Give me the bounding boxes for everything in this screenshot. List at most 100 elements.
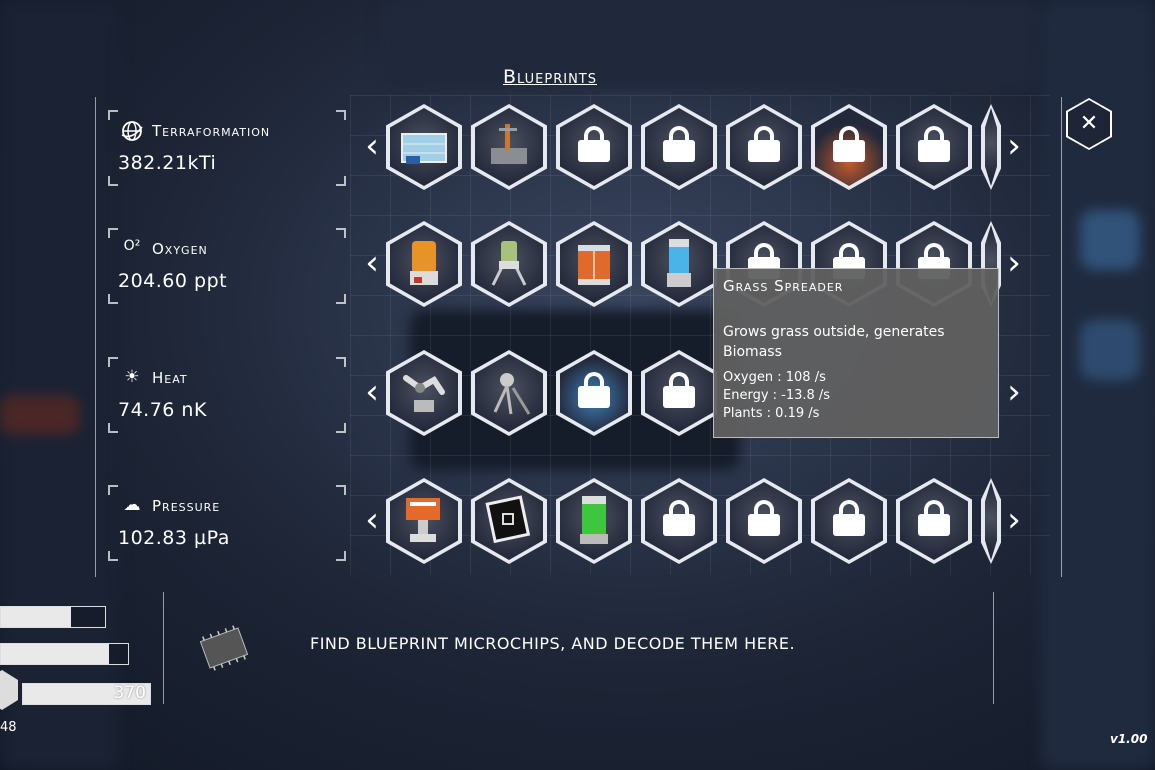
partial-label: 48 <box>0 720 17 735</box>
blueprint-slot-locked[interactable] <box>641 478 717 564</box>
background-panel <box>0 395 80 435</box>
blueprint-slot[interactable] <box>386 221 462 307</box>
page-title: Blueprints <box>503 66 597 88</box>
row-next-arrow[interactable]: › <box>1007 243 1021 283</box>
blueprint-slot-locked[interactable] <box>896 104 972 190</box>
status-bar <box>0 643 129 665</box>
blueprint-slot-locked[interactable] <box>641 350 717 436</box>
status-bar <box>0 606 106 628</box>
stat-value: 102.83 µPa <box>118 527 230 549</box>
blueprint-row-3: ‹ › <box>358 350 1038 436</box>
right-frame-line <box>1061 97 1062 577</box>
status-bar-fill <box>1 644 109 664</box>
globe-icon <box>120 120 144 142</box>
row-prev-arrow[interactable]: ‹ <box>365 372 379 412</box>
oxygen-icon: O² <box>123 238 141 254</box>
blueprint-slot-partial[interactable] <box>981 478 1001 564</box>
blueprint-row-1: ‹ › <box>358 104 1038 190</box>
stat-heat: ☀ Heat 74.76 nK <box>108 357 346 433</box>
lock-icon <box>833 500 865 536</box>
lock-icon <box>578 372 610 408</box>
blueprint-slot[interactable] <box>386 104 462 190</box>
blueprint-slot[interactable] <box>641 221 717 307</box>
badge-hex-icon <box>0 670 18 710</box>
stat-terraformation: Terraformation 382.21kTi <box>108 110 346 186</box>
blueprint-slot-locked[interactable] <box>556 350 632 436</box>
blueprint-slot-locked[interactable] <box>726 478 802 564</box>
blueprint-slot[interactable] <box>556 478 632 564</box>
blue-tank-icon <box>667 239 691 287</box>
sun-icon: ☀ <box>124 367 140 387</box>
robot-arm-icon <box>403 375 445 412</box>
blueprint-slot[interactable] <box>556 221 632 307</box>
microchip-icon <box>199 625 249 671</box>
row-prev-arrow[interactable]: ‹ <box>365 126 379 166</box>
row-prev-arrow[interactable]: ‹ <box>365 243 379 283</box>
blueprint-slot-locked[interactable] <box>556 104 632 190</box>
blueprint-slot[interactable] <box>471 221 547 307</box>
drill-machine-icon <box>491 124 527 164</box>
blueprint-slot[interactable] <box>386 478 462 564</box>
cloud-icon: ☁ <box>123 495 141 515</box>
lock-icon <box>918 126 950 162</box>
row-prev-arrow[interactable]: ‹ <box>365 500 379 540</box>
stat-oxygen: O² Oxygen 204.60 ppt <box>108 228 346 304</box>
lock-icon <box>748 126 780 162</box>
blueprint-row-4: ‹ › <box>358 478 1038 564</box>
tripod-drill-icon <box>493 373 531 415</box>
orange-beacon-icon <box>406 498 440 542</box>
hint-frame-right <box>993 592 994 704</box>
hint-frame-left <box>163 592 164 704</box>
stat-label: Heat <box>152 369 188 387</box>
status-bar-fill <box>1 607 71 627</box>
glass-building-icon <box>401 133 447 164</box>
lock-icon <box>663 372 695 408</box>
stat-label: Oxygen <box>152 240 208 258</box>
blueprint-slot[interactable] <box>386 350 462 436</box>
stat-label: Terraformation <box>152 122 271 140</box>
screen-panel-icon <box>485 495 531 544</box>
tooltip-energy: Energy : -13.8 /s <box>723 388 831 403</box>
stat-value: 74.76 nK <box>118 399 207 421</box>
row-next-arrow[interactable]: › <box>1007 372 1021 412</box>
left-frame-line <box>95 97 96 577</box>
green-vent-icon <box>491 241 527 286</box>
background-panel <box>0 0 120 770</box>
blueprint-tooltip: Grass Spreader Grows grass outside, gene… <box>713 268 999 438</box>
green-tank-icon <box>580 496 608 544</box>
blueprint-slot[interactable] <box>471 478 547 564</box>
lock-icon <box>578 126 610 162</box>
lock-icon <box>663 126 695 162</box>
stat-pressure: ☁ Pressure 102.83 µPa <box>108 485 346 561</box>
blueprint-slot-partial[interactable] <box>981 104 1001 190</box>
blueprint-slot-locked[interactable] <box>726 104 802 190</box>
lock-icon <box>663 500 695 536</box>
blueprint-slot-locked[interactable] <box>811 478 887 564</box>
row-next-arrow[interactable]: › <box>1007 500 1021 540</box>
blueprint-slot-locked[interactable] <box>896 478 972 564</box>
stat-label: Pressure <box>152 497 221 515</box>
lock-icon <box>833 126 865 162</box>
orange-heater-icon <box>578 245 610 285</box>
background-panel <box>1080 210 1140 270</box>
version-label: v1.00 <box>1110 732 1148 746</box>
stat-value: 382.21kTi <box>118 152 217 174</box>
stat-value: 204.60 ppt <box>118 270 228 292</box>
blueprint-slot-locked[interactable] <box>641 104 717 190</box>
background-panel <box>380 0 1040 90</box>
tooltip-description: Grows grass outside, generates Biomass <box>723 324 945 360</box>
lock-icon <box>918 500 950 536</box>
row-next-arrow[interactable]: › <box>1007 126 1021 166</box>
close-icon: ✕ <box>1068 100 1110 148</box>
blueprint-slot[interactable] <box>471 104 547 190</box>
lock-icon <box>748 500 780 536</box>
blueprint-slot[interactable] <box>471 350 547 436</box>
status-bar-value: 370 <box>113 683 146 703</box>
tooltip-plants: Plants : 0.19 /s <box>723 406 820 421</box>
hint-text: Find blueprint microchips, and decode th… <box>310 634 796 653</box>
status-bar: 370 <box>22 683 151 705</box>
blueprint-slot-locked[interactable] <box>811 104 887 190</box>
background-panel <box>1080 320 1140 380</box>
orange-tank-icon <box>410 241 438 285</box>
tooltip-oxygen: Oxygen : 108 /s <box>723 370 826 385</box>
